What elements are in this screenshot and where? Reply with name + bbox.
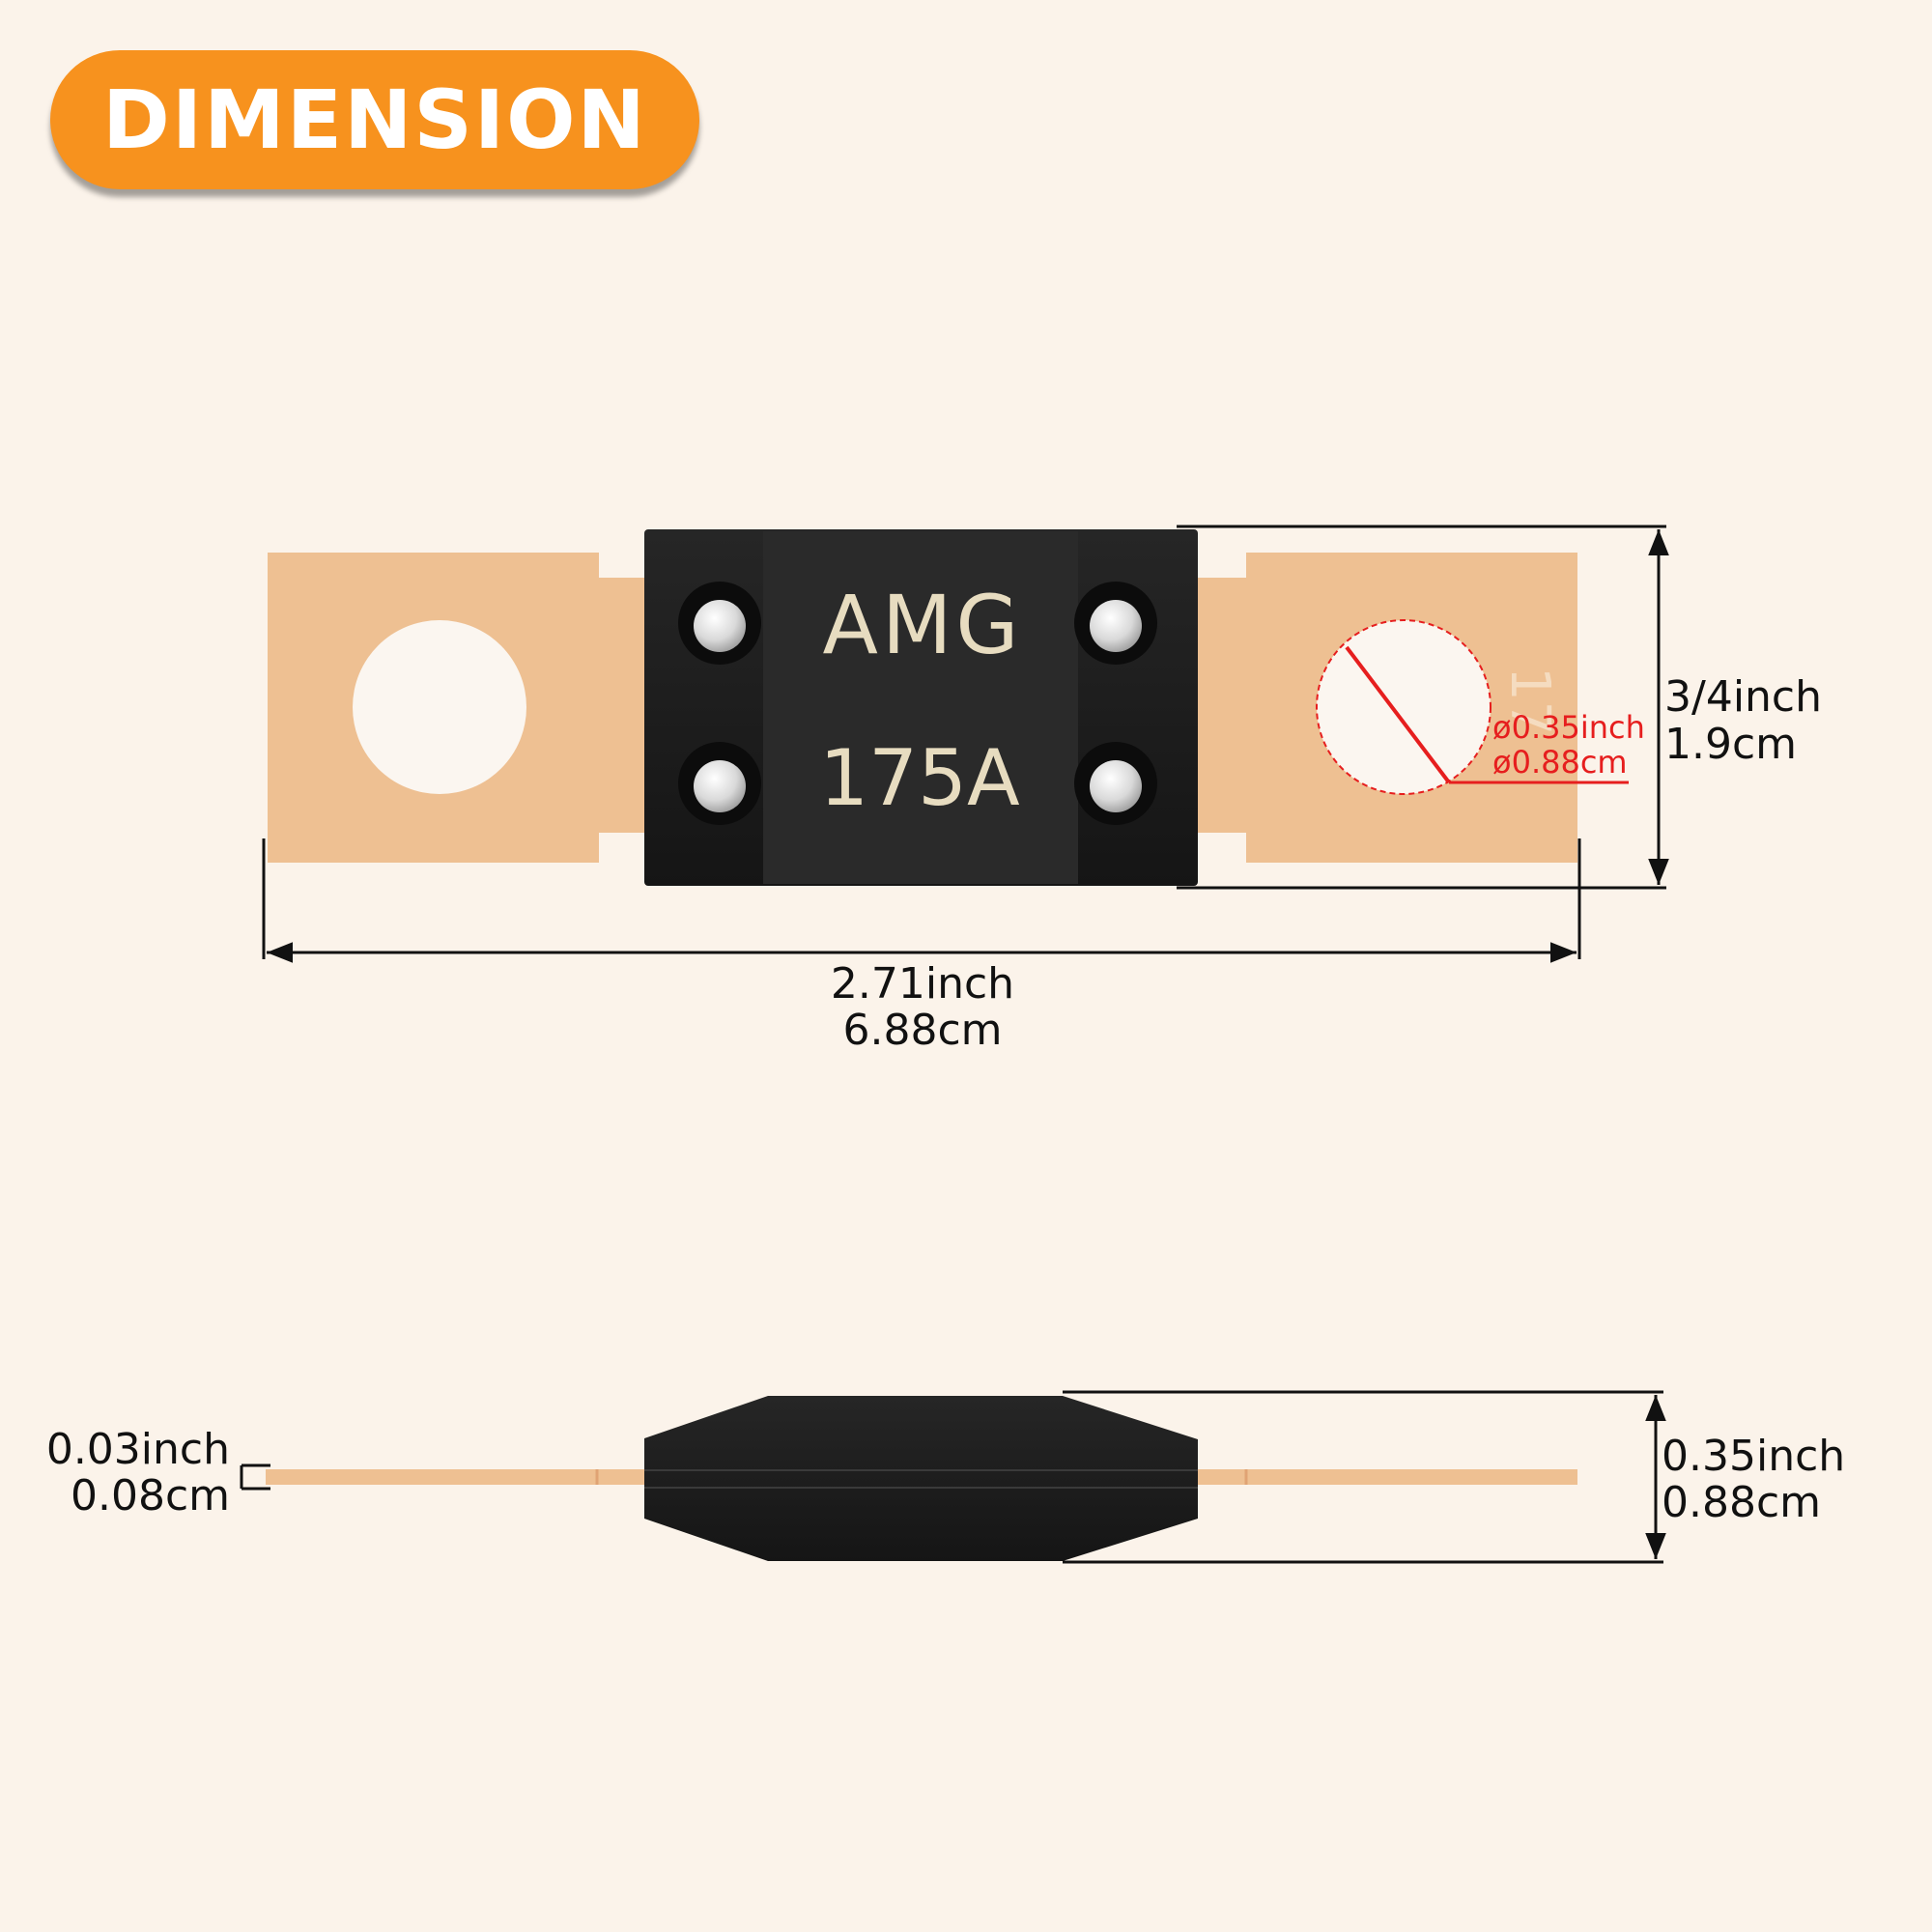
height-cm-label: 1.9cm [1664, 720, 1797, 769]
fuse-rating-label: 175A [819, 733, 1020, 823]
hole-diameter-dimension: ø0.35inch ø0.88cm [1345, 645, 1645, 784]
blade-thickness-inch: 0.03inch [46, 1425, 230, 1474]
left-terminal-hole [353, 620, 526, 794]
terminal-embossed-text: 17 [1498, 667, 1561, 735]
screw-top-left [678, 582, 761, 665]
height-inch-label: 3/4inch [1664, 672, 1822, 722]
fuse-side-view [266, 1396, 1577, 1561]
screw-top-right [1074, 582, 1157, 665]
fuse-brand-label: AMG [822, 578, 1022, 672]
body-thickness-dimension: 0.35inch 0.88cm [1063, 1390, 1845, 1564]
fuse-top-view: 17 AMG 175A [268, 529, 1577, 886]
height-dimension: 3/4inch 1.9cm [1177, 525, 1822, 890]
right-terminal-hole [1316, 619, 1492, 795]
hole-diameter-cm: ø0.88cm [1492, 744, 1628, 781]
screw-bottom-right [1074, 742, 1157, 825]
dimension-badge: DIMENSION [50, 50, 699, 189]
fuse-body-center-panel [763, 531, 1078, 884]
width-dimension: 2.71inch 6.88cm [262, 838, 1581, 1055]
width-inch-label: 2.71inch [831, 959, 1014, 1009]
screw-bottom-left [678, 742, 761, 825]
body-thickness-inch: 0.35inch [1662, 1432, 1845, 1481]
blade-thickness-dimension: 0.03inch 0.08cm [46, 1425, 270, 1520]
badge-label: DIMENSION [102, 72, 647, 167]
body-thickness-cm: 0.88cm [1662, 1478, 1821, 1527]
side-fuse-body [644, 1396, 1198, 1561]
blade-thickness-cm: 0.08cm [71, 1471, 230, 1520]
hole-diameter-inch: ø0.35inch [1492, 709, 1645, 746]
width-cm-label: 6.88cm [842, 1006, 1002, 1055]
